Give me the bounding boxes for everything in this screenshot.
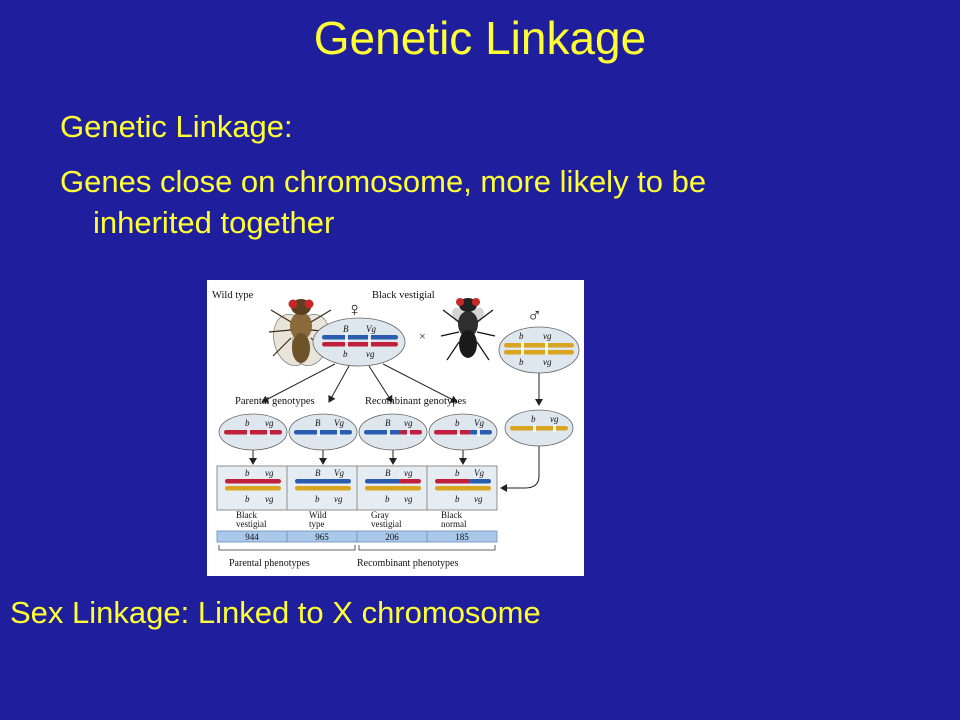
svg-text:b: b — [455, 418, 460, 428]
svg-text:B: B — [385, 468, 391, 478]
black-vestigial-fly-icon — [440, 298, 496, 361]
svg-text:b: b — [315, 494, 320, 504]
phenotype-brackets — [218, 545, 496, 551]
svg-text:vg: vg — [265, 418, 274, 428]
phenotype-1-line1: Black — [236, 510, 257, 520]
gamete-cell-B-Vg: B Vg — [288, 413, 358, 451]
female-parent-cell: B Vg b vg — [312, 317, 406, 367]
phenotype-2-line2: type — [309, 519, 325, 529]
phenotype-4-line1: Black — [441, 510, 462, 520]
svg-text:vg: vg — [474, 494, 483, 504]
definition-line-2: inherited together — [93, 205, 335, 240]
svg-text:b: b — [519, 331, 524, 341]
svg-text:b: b — [245, 468, 250, 478]
gamete-cell-B-vg: B vg — [358, 413, 428, 451]
phenotype-4-line2: normal — [441, 519, 467, 529]
svg-text:vg: vg — [550, 414, 559, 424]
black-vestigial-label: Black vestigial — [372, 290, 435, 301]
svg-text:vg: vg — [404, 494, 413, 504]
offspring-arrows — [249, 446, 540, 492]
svg-text:b: b — [245, 494, 250, 504]
female-icon: ♀ — [347, 299, 362, 321]
svg-text:vg: vg — [265, 468, 274, 478]
svg-text:B: B — [315, 468, 321, 478]
svg-text:vg: vg — [366, 349, 375, 359]
gamete-cell-b-vg: b vg — [218, 413, 288, 451]
svg-text:b: b — [455, 494, 460, 504]
cross-svg: Wild type Black vestigial ♀ B Vg b vg — [212, 290, 580, 569]
count-black-normal: 185 — [455, 532, 469, 542]
male-gamete-cell: b vg — [504, 409, 574, 447]
offspring-panel: b vg b vg B Vg b vg B vg b vg b Vg — [216, 465, 498, 511]
svg-text:Vg: Vg — [334, 418, 344, 428]
parental-phenotypes-label: Parental phenotypes — [229, 558, 310, 569]
svg-text:Vg: Vg — [366, 324, 376, 334]
svg-text:B: B — [385, 418, 391, 428]
svg-text:b: b — [385, 494, 390, 504]
bullet-genetic-linkage: Genetic Linkage: — [60, 109, 293, 144]
phenotype-2-line1: Wild — [309, 510, 327, 520]
svg-text:Vg: Vg — [334, 468, 344, 478]
count-black-vestigial: 944 — [245, 532, 259, 542]
male-icon: ♂ — [527, 305, 542, 327]
definition-line-1: Genes close on chromosome, more likely t… — [60, 164, 707, 199]
svg-text:B: B — [343, 324, 349, 334]
parental-genotypes-label: Parental genotypes — [235, 396, 315, 407]
male-parent-cell: b vg b vg — [498, 326, 580, 374]
svg-text:b: b — [455, 468, 460, 478]
count-bar: 944 965 206 185 — [216, 530, 498, 543]
svg-text:Vg: Vg — [474, 468, 484, 478]
svg-text:B: B — [315, 418, 321, 428]
count-wild-type: 965 — [315, 532, 329, 542]
svg-text:b: b — [245, 418, 250, 428]
phenotype-3-line1: Gray — [371, 510, 389, 520]
phenotype-3-line2: vestigial — [371, 519, 402, 529]
svg-text:vg: vg — [404, 468, 413, 478]
wild-type-label: Wild type — [212, 290, 254, 301]
linkage-cross-diagram: Wild type Black vestigial ♀ B Vg b vg — [207, 280, 584, 576]
count-gray-vestigial: 206 — [385, 532, 399, 542]
sex-linkage-line: Sex Linkage: Linked to X chromosome — [10, 595, 541, 630]
svg-text:vg: vg — [265, 494, 274, 504]
recombinant-genotypes-label: Recombinant genotypes — [365, 396, 466, 407]
svg-text:vg: vg — [404, 418, 413, 428]
cross-icon: × — [419, 329, 426, 343]
svg-text:vg: vg — [543, 331, 552, 341]
svg-text:b: b — [343, 349, 348, 359]
svg-text:Vg: Vg — [474, 418, 484, 428]
svg-text:vg: vg — [543, 357, 552, 367]
svg-text:b: b — [531, 414, 536, 424]
svg-text:b: b — [519, 357, 524, 367]
recombinant-phenotypes-label: Recombinant phenotypes — [357, 558, 458, 569]
svg-text:vg: vg — [334, 494, 343, 504]
gamete-arrows — [261, 363, 543, 406]
phenotype-1-line2: vestigial — [236, 519, 267, 529]
slide-title: Genetic Linkage — [313, 12, 647, 64]
gamete-cell-b-Vg: b Vg — [428, 413, 498, 451]
